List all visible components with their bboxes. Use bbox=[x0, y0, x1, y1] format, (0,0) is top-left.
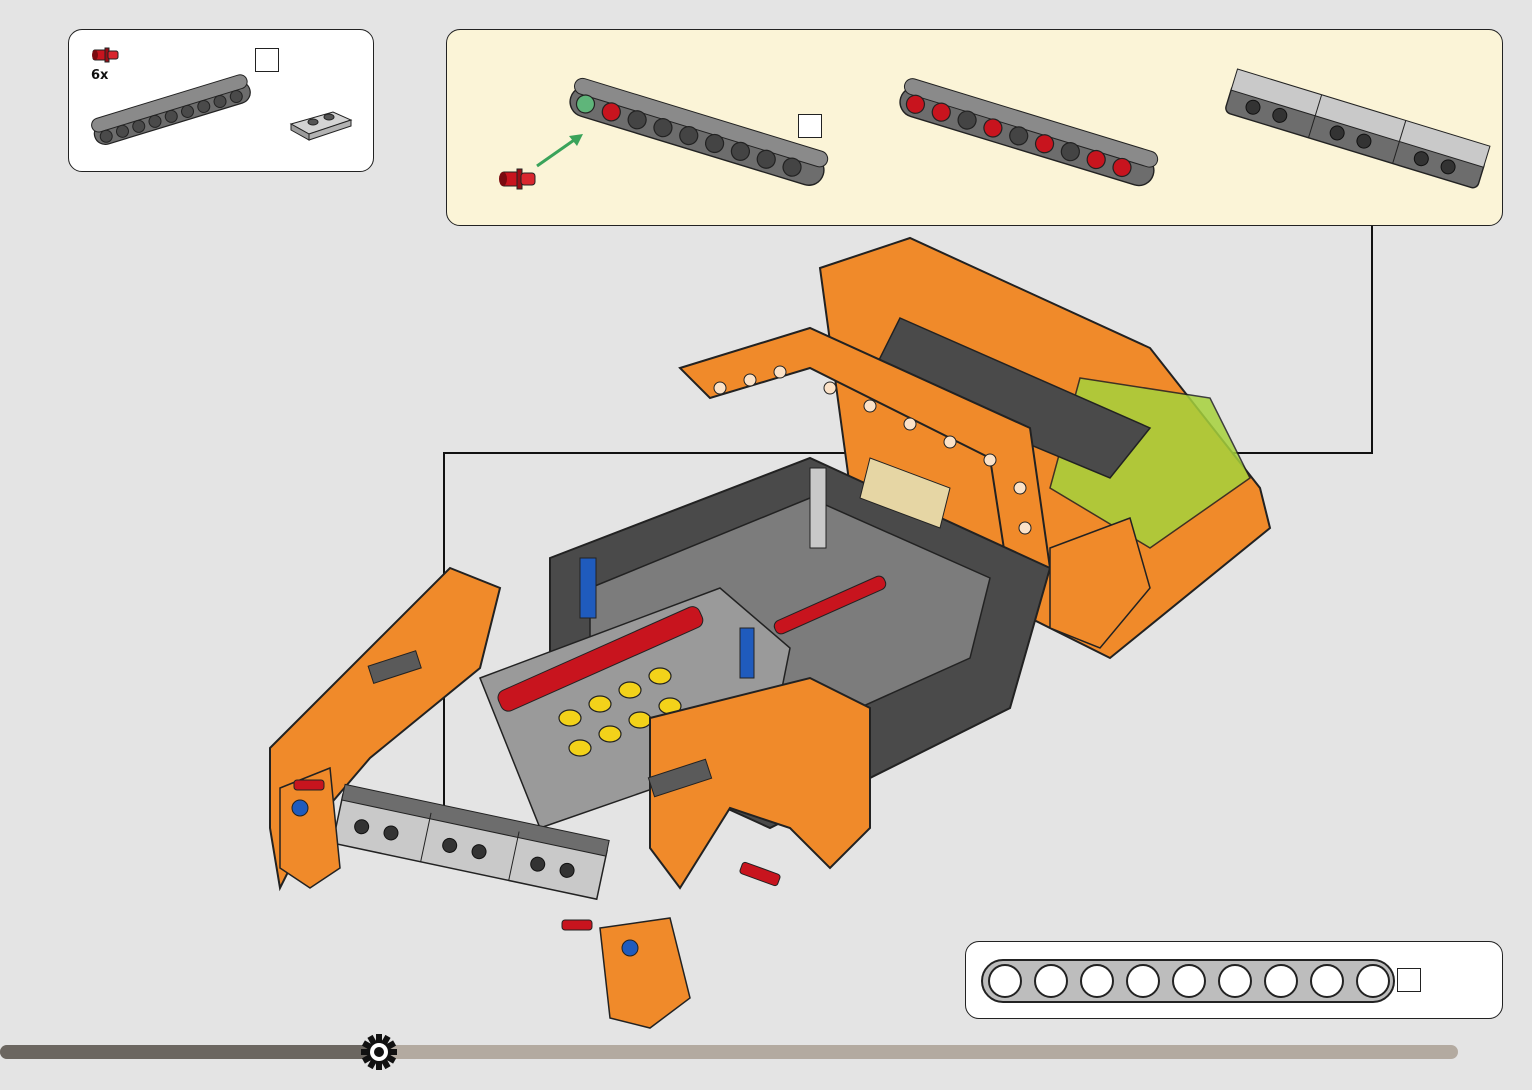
gray-plate-icon bbox=[289, 108, 353, 142]
ruler-hole bbox=[1081, 965, 1113, 997]
ruler-hole bbox=[1173, 965, 1205, 997]
callout-connector bbox=[1371, 226, 1373, 453]
pin-quantity-label: 6x bbox=[91, 68, 108, 83]
progress-fill bbox=[0, 1045, 379, 1059]
stage-insert-pin bbox=[497, 66, 827, 206]
ruler-hole bbox=[1265, 965, 1297, 997]
gear-icon bbox=[359, 1032, 399, 1072]
beam-ruler bbox=[980, 958, 1390, 1004]
ruler-checkbox[interactable] bbox=[1397, 968, 1421, 992]
red-pin-icon bbox=[499, 169, 535, 189]
step-checkbox[interactable] bbox=[798, 114, 822, 138]
insert-arrow-icon bbox=[537, 134, 583, 166]
sub-assembly-panel bbox=[446, 29, 1503, 226]
ruler-hole bbox=[1035, 965, 1067, 997]
stage-plates-attached bbox=[1219, 66, 1489, 216]
ruler-hole bbox=[1357, 965, 1389, 997]
parts-checkbox[interactable] bbox=[255, 48, 279, 72]
ruler-hole bbox=[1219, 965, 1251, 997]
parts-list-panel: 6x bbox=[68, 29, 374, 172]
stage-pins-inserted bbox=[891, 66, 1161, 206]
ruler-hole bbox=[989, 965, 1021, 997]
gray-beam-icon bbox=[87, 82, 257, 142]
ruler-hole bbox=[1311, 965, 1343, 997]
beam-ruler-panel bbox=[965, 941, 1503, 1019]
ruler-hole bbox=[1127, 965, 1159, 997]
car-chassis-model bbox=[250, 228, 1280, 1038]
red-pin-icon bbox=[91, 44, 121, 66]
